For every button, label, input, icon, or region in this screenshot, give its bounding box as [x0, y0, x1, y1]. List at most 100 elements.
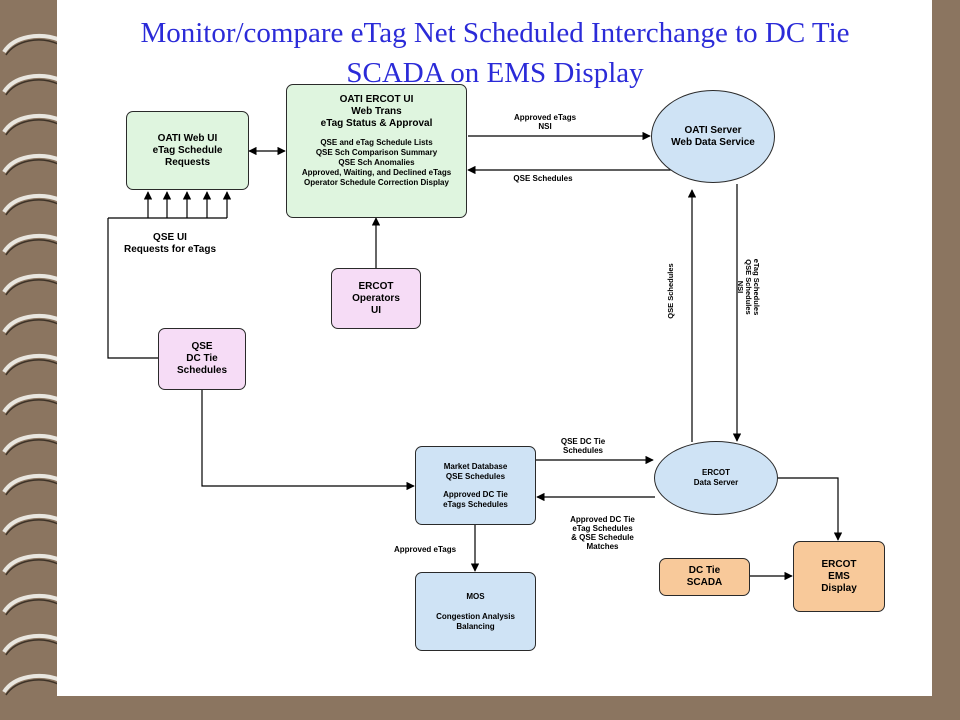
edge-qse-to-marketdb	[201, 390, 415, 491]
node-text: Schedules	[176, 365, 228, 376]
node-text: Web Trans	[351, 106, 402, 117]
binding-ring	[2, 634, 61, 654]
binding-ring	[2, 114, 61, 134]
node-oati-server: OATI Server Web Data Service	[651, 90, 775, 183]
node-text: ERCOT	[358, 280, 394, 292]
binding-ring	[2, 474, 61, 494]
node-text: SCADA	[686, 577, 723, 588]
label-text: & QSE Schedule	[571, 533, 634, 542]
node-text: QSE Schedules	[445, 471, 506, 481]
binding-ring-shadow	[5, 39, 59, 56]
binding-ring-shadow	[5, 79, 59, 96]
label-text: Requests for eTags	[123, 244, 217, 255]
node-text: OATI ERCOT UI	[339, 94, 414, 105]
label-approved-dc-tie-matches: Approved DC Tie eTag Schedules & QSE Sch…	[555, 515, 650, 551]
binding-ring-shadow	[5, 319, 59, 336]
node-text: Operator Schedule Correction Display	[304, 178, 449, 187]
binding-ring-shadow	[5, 519, 59, 536]
node-text: OATI Web UI	[157, 132, 218, 144]
binding-ring-shadow	[5, 599, 59, 616]
label-text: Matches	[586, 542, 619, 551]
binding-ring	[2, 154, 61, 174]
label-text: QSE UI	[153, 232, 187, 243]
label-text: Approved eTags	[393, 545, 457, 554]
edge-dataserver-to-ems	[778, 477, 843, 541]
binding-ring-shadow	[5, 679, 59, 696]
binding-ring	[2, 354, 61, 374]
label-approved-etags-bottom: Approved eTags	[382, 545, 468, 554]
edge-qse-to-requests	[107, 218, 158, 359]
node-oati-ercot-ui: OATI ERCOT UI Web Trans eTag Status & Ap…	[286, 84, 467, 218]
label-qse-ui-requests: QSE UI Requests for eTags	[108, 232, 232, 256]
node-text: ERCOT	[821, 558, 857, 570]
node-text: Balancing	[456, 621, 495, 631]
node-text: QSE Sch Anomalies	[338, 158, 415, 167]
label-etag-schedules-vertical: eTag Schedules QSE Schedules NSI	[736, 247, 761, 327]
node-text: QSE Sch Comparison Summary	[315, 148, 438, 157]
node-market-database: Market Database QSE Schedules Approved D…	[415, 446, 536, 525]
label-text: eTag Schedules	[752, 258, 761, 316]
node-ercot-ems-display: ERCOT EMS Display	[793, 541, 885, 612]
node-text: Market Database	[443, 461, 508, 471]
binding-ring-shadow	[5, 239, 59, 256]
binding-ring	[2, 514, 61, 534]
binding-ring-shadow	[5, 119, 59, 136]
label-text: QSE Schedules	[744, 259, 753, 315]
label-qse-dc-tie-schedules: QSE DC Tie Schedules	[538, 437, 628, 455]
label-text: eTag Schedules	[572, 524, 633, 533]
slide-title-line-1: Monitor/compare eTag Net Scheduled Inter…	[140, 17, 850, 49]
binding-ring-shadow	[5, 439, 59, 456]
node-text: eTag Status & Approval	[320, 118, 433, 129]
node-oati-web-ui: OATI Web UI eTag Schedule Requests	[126, 111, 249, 190]
node-text: ERCOT	[702, 468, 730, 477]
node-text: QSE	[191, 341, 213, 352]
label-text: Approved DC Tie	[570, 515, 635, 524]
binding-ring	[2, 434, 61, 454]
binding-ring	[2, 314, 61, 334]
node-text: MOS	[466, 591, 485, 601]
node-text: eTags Schedules	[443, 499, 508, 509]
binding-ring	[2, 234, 61, 254]
label-qse-schedules-top: QSE Schedules	[495, 174, 591, 183]
binding-ring-shadow	[5, 559, 59, 576]
node-text: Requests	[164, 156, 210, 168]
binding-ring	[2, 34, 61, 54]
node-text: EMS	[828, 570, 850, 582]
binding-ring	[2, 554, 61, 574]
binding-ring	[2, 274, 61, 294]
node-text: OATI Server	[684, 124, 742, 136]
node-text: eTag Schedule	[152, 144, 223, 156]
label-text: Schedules	[562, 446, 603, 455]
binding-ring	[2, 194, 61, 214]
node-text: QSE and eTag Schedule Lists	[320, 138, 433, 147]
node-qse-dc-tie-schedules: QSE DC Tie Schedules	[158, 328, 246, 390]
label-text: QSE Schedules	[666, 263, 675, 319]
node-text: DC Tie	[688, 565, 721, 576]
node-text: Display	[821, 582, 857, 594]
slide-title-line-2: SCADA on EMS Display	[346, 57, 644, 89]
label-qse-schedules-vertical: QSE Schedules	[666, 251, 675, 331]
node-ercot-data-server: ERCOT Data Server	[654, 441, 778, 515]
node-text: Approved, Waiting, and Declined eTags	[301, 168, 452, 177]
binding-ring-shadow	[5, 279, 59, 296]
binding-ring	[2, 74, 61, 94]
label-approved-etags-nsi: Approved eTags NSI	[497, 113, 593, 131]
node-text: Operators	[352, 292, 400, 304]
binding-ring-shadow	[5, 159, 59, 176]
binding-ring-shadow	[5, 199, 59, 216]
binding-ring	[2, 594, 61, 614]
node-dc-tie-scada: DC Tie SCADA	[659, 558, 750, 596]
label-text: Approved eTags	[513, 113, 577, 122]
binding-ring-shadow	[5, 479, 59, 496]
label-text: NSI	[538, 122, 552, 131]
edge-server-to-ercotui	[467, 165, 671, 175]
label-text: NSI	[736, 280, 745, 294]
node-text: Web Data Service	[671, 136, 755, 148]
node-text: Congestion Analysis	[436, 611, 515, 621]
node-ercot-operators: ERCOT Operators UI	[331, 268, 421, 329]
binding-ring-shadow	[5, 639, 59, 656]
binding-ring-shadow	[5, 359, 59, 376]
binding-ring	[2, 394, 61, 414]
